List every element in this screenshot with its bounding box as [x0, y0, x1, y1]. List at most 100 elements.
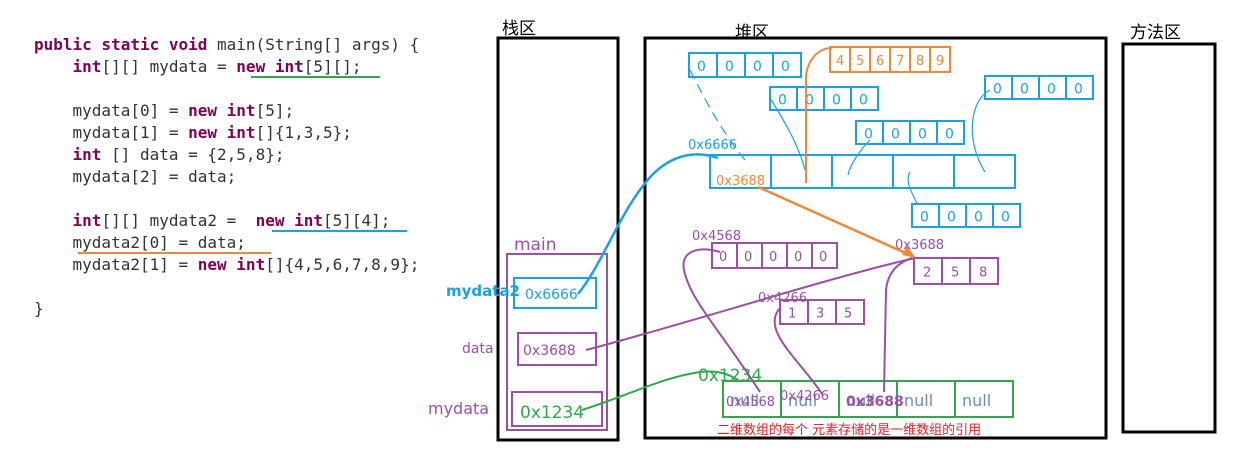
code-token: new int — [255, 211, 323, 230]
data-value: 0x3688 — [523, 343, 576, 359]
code-token: [][] mydata2 = — [101, 211, 256, 230]
code-token: mydata[0] = — [34, 101, 189, 120]
code-token: new int — [236, 57, 304, 76]
blue-array-0-cell — [772, 52, 802, 78]
outer-mydata-value: null — [962, 391, 991, 410]
code-token: []{1,3,5}; — [255, 123, 352, 142]
stack-region-label: 栈区 — [502, 19, 536, 39]
outer-mydata2-first-cell: 0x3688 — [716, 174, 765, 189]
blue-array-4-value: 0 — [974, 210, 983, 226]
overlay-4266: 0x4266 — [780, 389, 829, 404]
code-token: mydata[2] = data; — [34, 167, 237, 186]
code-token: int — [34, 211, 102, 230]
code-line: public static void main(String[] args) { — [34, 34, 419, 56]
data-label: data — [462, 341, 494, 357]
code-token: new int — [197, 255, 266, 274]
code-token: mydata2[0] = data; — [34, 233, 246, 252]
overlay-4568: 0x4568 — [726, 395, 775, 410]
arr-4568-value: 0 — [794, 250, 802, 265]
blue-sketch-1 — [689, 69, 746, 161]
blue-array-4-value: 0 — [1001, 210, 1010, 226]
outer-mydata-value: null — [788, 391, 817, 410]
code-token: } — [34, 299, 44, 318]
heap-region — [643, 36, 1108, 440]
orange-array-cell — [929, 46, 951, 73]
outer-mydata2-address: 0x6666 — [688, 138, 737, 153]
main-frame — [506, 253, 608, 431]
arr-4266-value: 1 — [788, 307, 796, 322]
code-line: mydata[1] = new int[]{1,3,5}; — [34, 122, 419, 144]
code-token: []{4,5,6,7,8,9}; — [265, 255, 420, 274]
blue-array-4-cell — [992, 203, 1021, 228]
mydata-slot — [511, 391, 603, 427]
mydata2-slot — [513, 277, 597, 309]
code-token: int — [34, 57, 102, 76]
orange-array-value: 4 — [836, 54, 844, 69]
blue-array-3-value: 0 — [1047, 82, 1056, 98]
heap-region-label: 堆区 — [735, 23, 769, 43]
data-slot — [517, 332, 597, 366]
outer-mydata2-cell — [953, 154, 1016, 189]
orange-array-value: 5 — [856, 54, 864, 69]
caption: 二维数组的每个 元素存储的是一维数组的引用 — [717, 422, 981, 438]
blue-sketch-3 — [847, 139, 871, 176]
code-line: } — [34, 298, 419, 320]
arrow-mydata — [581, 370, 739, 411]
code-token: new int — [188, 101, 256, 120]
outer-mydata2-cell — [892, 154, 955, 189]
code-token: int — [34, 145, 102, 164]
code-line: int[][] mydata2 = new int[5][4]; — [34, 210, 419, 232]
code-line: mydata2[0] = data; — [34, 232, 419, 254]
blue-sketch-2 — [769, 97, 806, 171]
blue-sketch-5 — [907, 171, 919, 206]
mydata-value: 0x1234 — [520, 403, 584, 423]
blue-array-3-cell — [1065, 75, 1094, 100]
arr-4568-value: 0 — [819, 250, 827, 265]
blue-array-4-value: 0 — [920, 210, 929, 226]
code-line: mydata[2] = data; — [34, 166, 419, 188]
blue-array-2-value: 0 — [864, 127, 873, 143]
outer-mydata-value: null — [846, 391, 875, 410]
code-token: [][] mydata = — [101, 57, 237, 76]
mydata2-label: mydata2 — [446, 282, 520, 300]
arr-3688-value: 2 — [923, 266, 931, 281]
overlay-3688: 0x3688 — [846, 394, 904, 410]
blue-array-1-value: 0 — [805, 93, 814, 109]
code-token: [5][]; — [303, 57, 362, 76]
code-token: main(String[] args) { — [207, 35, 420, 54]
blue-array-2-value: 0 — [891, 127, 900, 143]
orange-array-value: 9 — [936, 54, 944, 69]
code-token: new int — [188, 123, 256, 142]
outer-mydata-value: null — [904, 391, 933, 410]
arr-4266-value: 5 — [844, 307, 852, 322]
code-token: [5][4]; — [323, 211, 391, 230]
code-line: int [] data = {2,5,8}; — [34, 144, 419, 166]
blue-array-1-value: 0 — [859, 93, 868, 109]
purple-ref-4568 — [682, 248, 761, 393]
code-token: public static void — [34, 35, 208, 54]
method-region — [1121, 42, 1217, 434]
arrow-orange-ref — [757, 185, 913, 258]
blue-array-3-value: 0 — [1020, 82, 1029, 98]
arr-4266-value: 3 — [816, 307, 824, 322]
blue-array-1-value: 0 — [832, 93, 841, 109]
code-line: mydata2[1] = new int[]{4,5,6,7,8,9}; — [34, 254, 420, 276]
arr-3688-cell — [969, 257, 999, 285]
outer-mydata2-cell — [831, 154, 894, 189]
code-token: [] data = {2,5,8}; — [101, 145, 285, 164]
code-line: mydata[0] = new int[5]; — [34, 100, 419, 122]
orange-array-value: 7 — [896, 54, 904, 69]
arr-4568-address: 0x4568 — [692, 229, 741, 244]
arr-4568-value: 0 — [719, 250, 727, 265]
purple-ref-4266 — [773, 307, 823, 395]
blue-sketch-4 — [971, 89, 991, 173]
arr-4568-cell — [811, 242, 838, 269]
arr-4266-address: 0x4266 — [758, 291, 807, 306]
code-token: mydata[1] = — [34, 123, 189, 142]
orange-array-value: 8 — [916, 54, 924, 69]
blue-array-4-value: 0 — [947, 210, 956, 226]
code-line: int[][] mydata = new int[5][]; — [34, 56, 419, 78]
blue-array-0-value: 0 — [781, 59, 790, 75]
blue-array-1-value: 0 — [778, 93, 787, 109]
